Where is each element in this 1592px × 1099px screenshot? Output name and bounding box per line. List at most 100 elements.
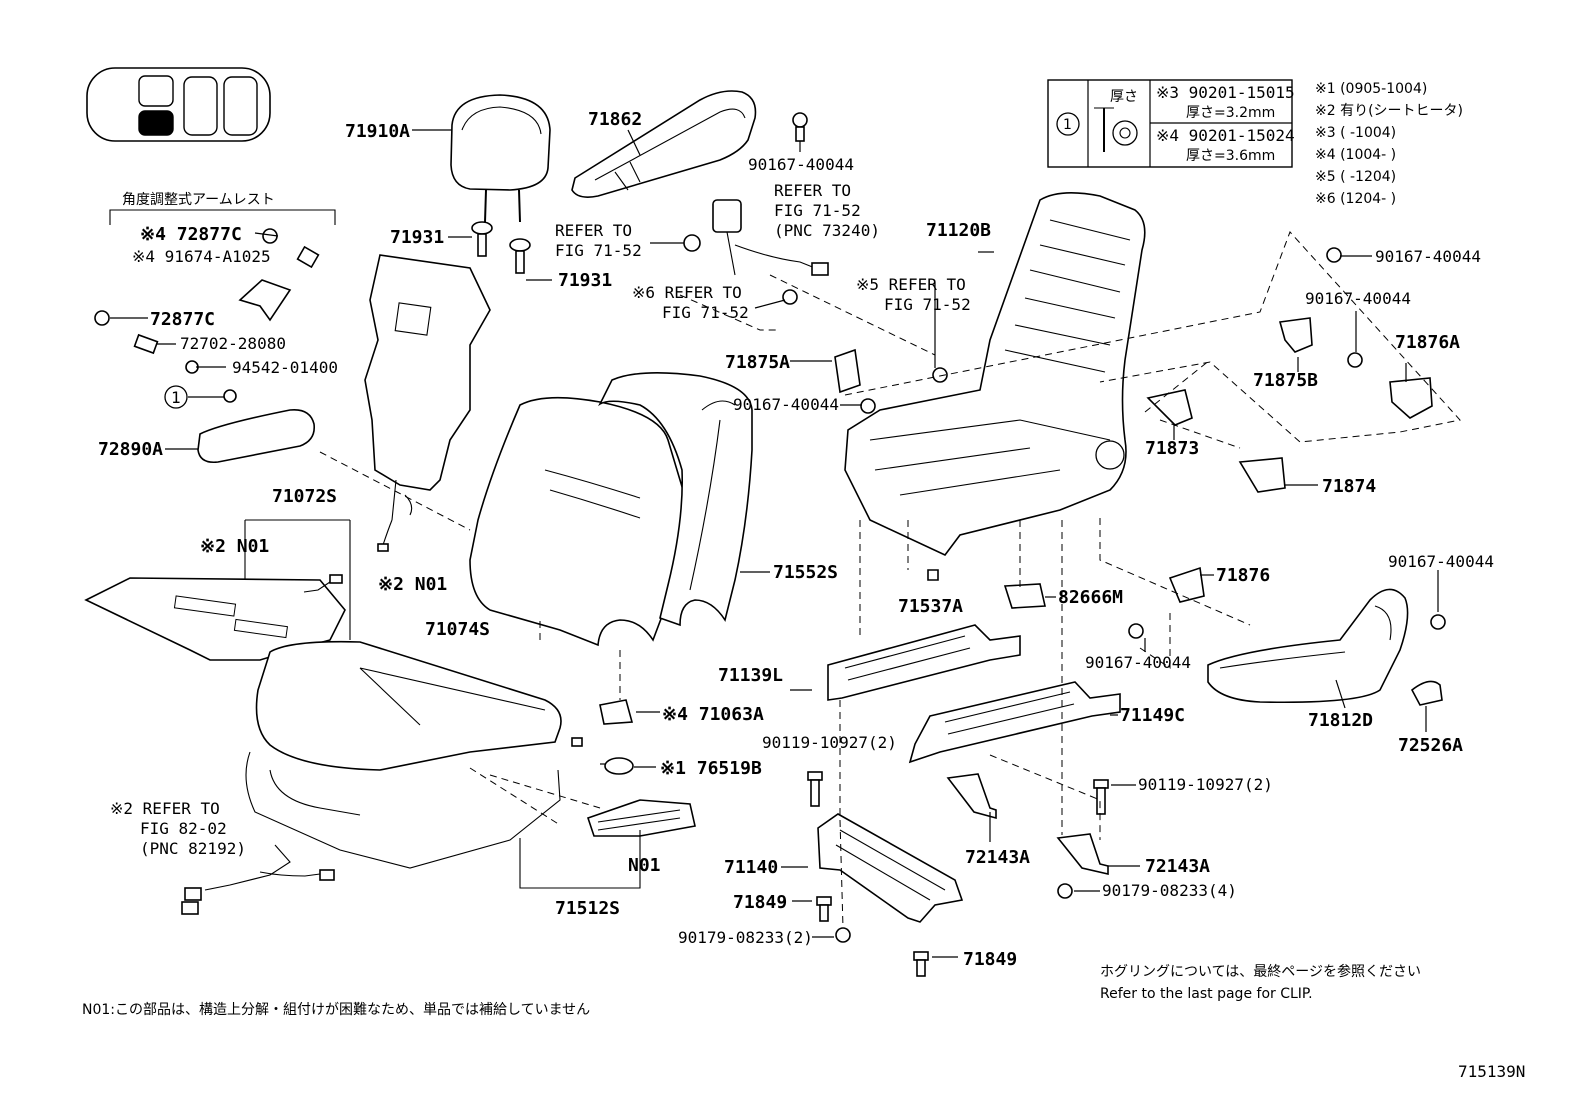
- label-refer3-line1: ※6 REFER TO: [632, 283, 742, 302]
- label-71873: 71873: [1145, 438, 1199, 459]
- label-71812D: 71812D: [1308, 710, 1373, 731]
- part-hooks: [599, 699, 660, 775]
- washer-row1-thickness: 厚さ=3.2mm: [1186, 105, 1275, 121]
- label-71074S: 71074S: [425, 619, 490, 640]
- label-71931-b: 71931: [558, 270, 612, 291]
- label-90179-left: 90179-08233(2): [678, 928, 813, 947]
- label-90167-right-low: 90167-40044: [1388, 552, 1494, 571]
- label-90167-center-low: 90167-40044: [1085, 653, 1191, 672]
- label-N01-a: ※2 N01: [200, 536, 269, 557]
- label-71120B: 71120B: [926, 220, 991, 241]
- label-refer4-line1: ※2 REFER TO: [110, 799, 220, 818]
- legend-item-4: ※4 (1004- ): [1315, 147, 1396, 163]
- label-71862: 71862: [588, 109, 642, 130]
- label-refer2-line1: REFER TO: [774, 181, 851, 200]
- part-cushion-heater: [84, 574, 346, 661]
- part-cushion-subheater: [519, 799, 696, 889]
- part-headrest: [412, 94, 551, 223]
- label-71063A: ※4 71063A: [662, 704, 764, 725]
- label-armrest-group: 角度調整式アームレスト: [122, 192, 275, 208]
- label-90167-left-mid: 90167-40044: [733, 395, 839, 414]
- label-refer5-line1: ※5 REFER TO: [856, 275, 966, 294]
- label-71139L: 71139L: [718, 665, 783, 686]
- part-seat-rails: [781, 624, 1121, 923]
- figure-code: 715139N: [1458, 1062, 1525, 1081]
- label-refer2-line3: (PNC 73240): [774, 221, 880, 240]
- part-seatbelt-buckle: [650, 199, 829, 309]
- washer-row2-thickness: 厚さ=3.6mm: [1186, 148, 1275, 164]
- label-72526A: 72526A: [1398, 735, 1463, 756]
- label-71149C: 71149C: [1120, 705, 1185, 726]
- label-72877C-b: 72877C: [150, 309, 215, 330]
- label-71910A: 71910A: [345, 121, 410, 142]
- label-72143A-a: 72143A: [965, 847, 1030, 868]
- legend-item-1: ※1 (0905-1004): [1315, 81, 1427, 97]
- part-brackets-right: [790, 247, 1433, 639]
- legend-item-2: ※2 有り(シートヒータ): [1315, 103, 1463, 119]
- label-71512S: 71512S: [555, 898, 620, 919]
- label-72890A: 72890A: [98, 439, 163, 460]
- label-71849-b: 71849: [963, 949, 1017, 970]
- footer-notes: ホグリングについては、最終ページを参照ください Refer to the las…: [82, 963, 1525, 1081]
- part-seatback-rear: [598, 372, 770, 627]
- label-90167-right-mid: 90167-40044: [1305, 289, 1411, 308]
- legend-item-5: ※5 ( -1204): [1315, 169, 1396, 185]
- label-refer4-line2: FIG 82-02: [140, 819, 227, 838]
- label-71874: 71874: [1322, 476, 1376, 497]
- part-seat-frame: [844, 192, 1146, 556]
- footnote-legend: ※1 (0905-1004) ※2 有り(シートヒータ) ※3 ( -1004)…: [1315, 81, 1463, 207]
- label-76519B: ※1 76519B: [660, 758, 762, 779]
- label-94542: 94542-01400: [232, 358, 338, 377]
- label-71875B: 71875B: [1253, 370, 1318, 391]
- part-harness: [181, 844, 335, 915]
- label-90119-left: 90119-10927(2): [762, 733, 897, 752]
- label-refer1-line2: FIG 71-52: [555, 241, 642, 260]
- label-N01-b: ※2 N01: [378, 574, 447, 595]
- label-71849-a: 71849: [733, 892, 787, 913]
- part-labels: 71910A 71862 90167-40044 71931 71931 REF…: [98, 109, 1494, 970]
- washer-thickness-heading: 厚さ: [1110, 89, 1138, 105]
- label-90179-right: 90179-08233(4): [1102, 881, 1237, 900]
- part-seatback-shield: [571, 90, 757, 198]
- label-72702: 72702-28080: [180, 334, 286, 353]
- label-91674: ※4 91674-A1025: [132, 247, 271, 266]
- part-brackets-72143A: [946, 773, 1140, 876]
- washer-row2-code: ※4 90201-15024: [1156, 126, 1295, 145]
- washer-table: 1 厚さ ※3 90201-15015 厚さ=3.2mm ※4 90201-15…: [1047, 79, 1295, 168]
- clip-note-japanese: ホグリングについては、最終ページを参照ください: [1100, 963, 1421, 980]
- label-71931-a: 71931: [390, 227, 444, 248]
- washer-circle-number: 1: [1063, 117, 1072, 133]
- part-bolts-bottom: [792, 771, 1136, 977]
- label-72143A-b: 72143A: [1145, 856, 1210, 877]
- label-refer4-line3: (PNC 82192): [140, 839, 246, 858]
- label-refer3-line2: FIG 71-52: [662, 303, 749, 322]
- seat-position-icon: [86, 67, 271, 142]
- label-71875A: 71875A: [725, 352, 790, 373]
- legend-item-6: ※6 (1204- ): [1315, 191, 1396, 207]
- part-cushion-cover: [244, 519, 583, 869]
- label-72877C-a: ※4 72877C: [140, 224, 242, 245]
- part-screw-top: [792, 112, 808, 152]
- label-refer2-line2: FIG 71-52: [774, 201, 861, 220]
- part-seatback-heater-board: [364, 254, 491, 552]
- label-90167-top: 90167-40044: [748, 155, 854, 174]
- label-71876A: 71876A: [1395, 332, 1460, 353]
- label-71072S: 71072S: [272, 486, 337, 507]
- label-71537A: 71537A: [898, 596, 963, 617]
- label-N01-c: N01: [628, 855, 661, 876]
- label-90167-right-top: 90167-40044: [1375, 247, 1481, 266]
- n01-note: N01:この部品は、構造上分解・組付けが困難なため、単品では補給していません: [82, 1002, 590, 1018]
- dashed-guides: [319, 231, 1461, 929]
- label-71876: 71876: [1216, 565, 1270, 586]
- washer-row1-code: ※3 90201-15015: [1156, 83, 1295, 102]
- label-refer5-line2: FIG 71-52: [884, 295, 971, 314]
- label-71140: 71140: [724, 857, 778, 878]
- label-90119-right: 90119-10927(2): [1138, 775, 1273, 794]
- part-side-cover: [1144, 570, 1446, 732]
- part-armrest-group: 1: [94, 209, 336, 464]
- part-seatback-cover: [469, 396, 685, 647]
- part-clips: [448, 221, 552, 281]
- legend-item-3: ※3 ( -1004): [1315, 125, 1396, 141]
- clip-note-english: Refer to the last page for CLIP.: [1100, 986, 1313, 1002]
